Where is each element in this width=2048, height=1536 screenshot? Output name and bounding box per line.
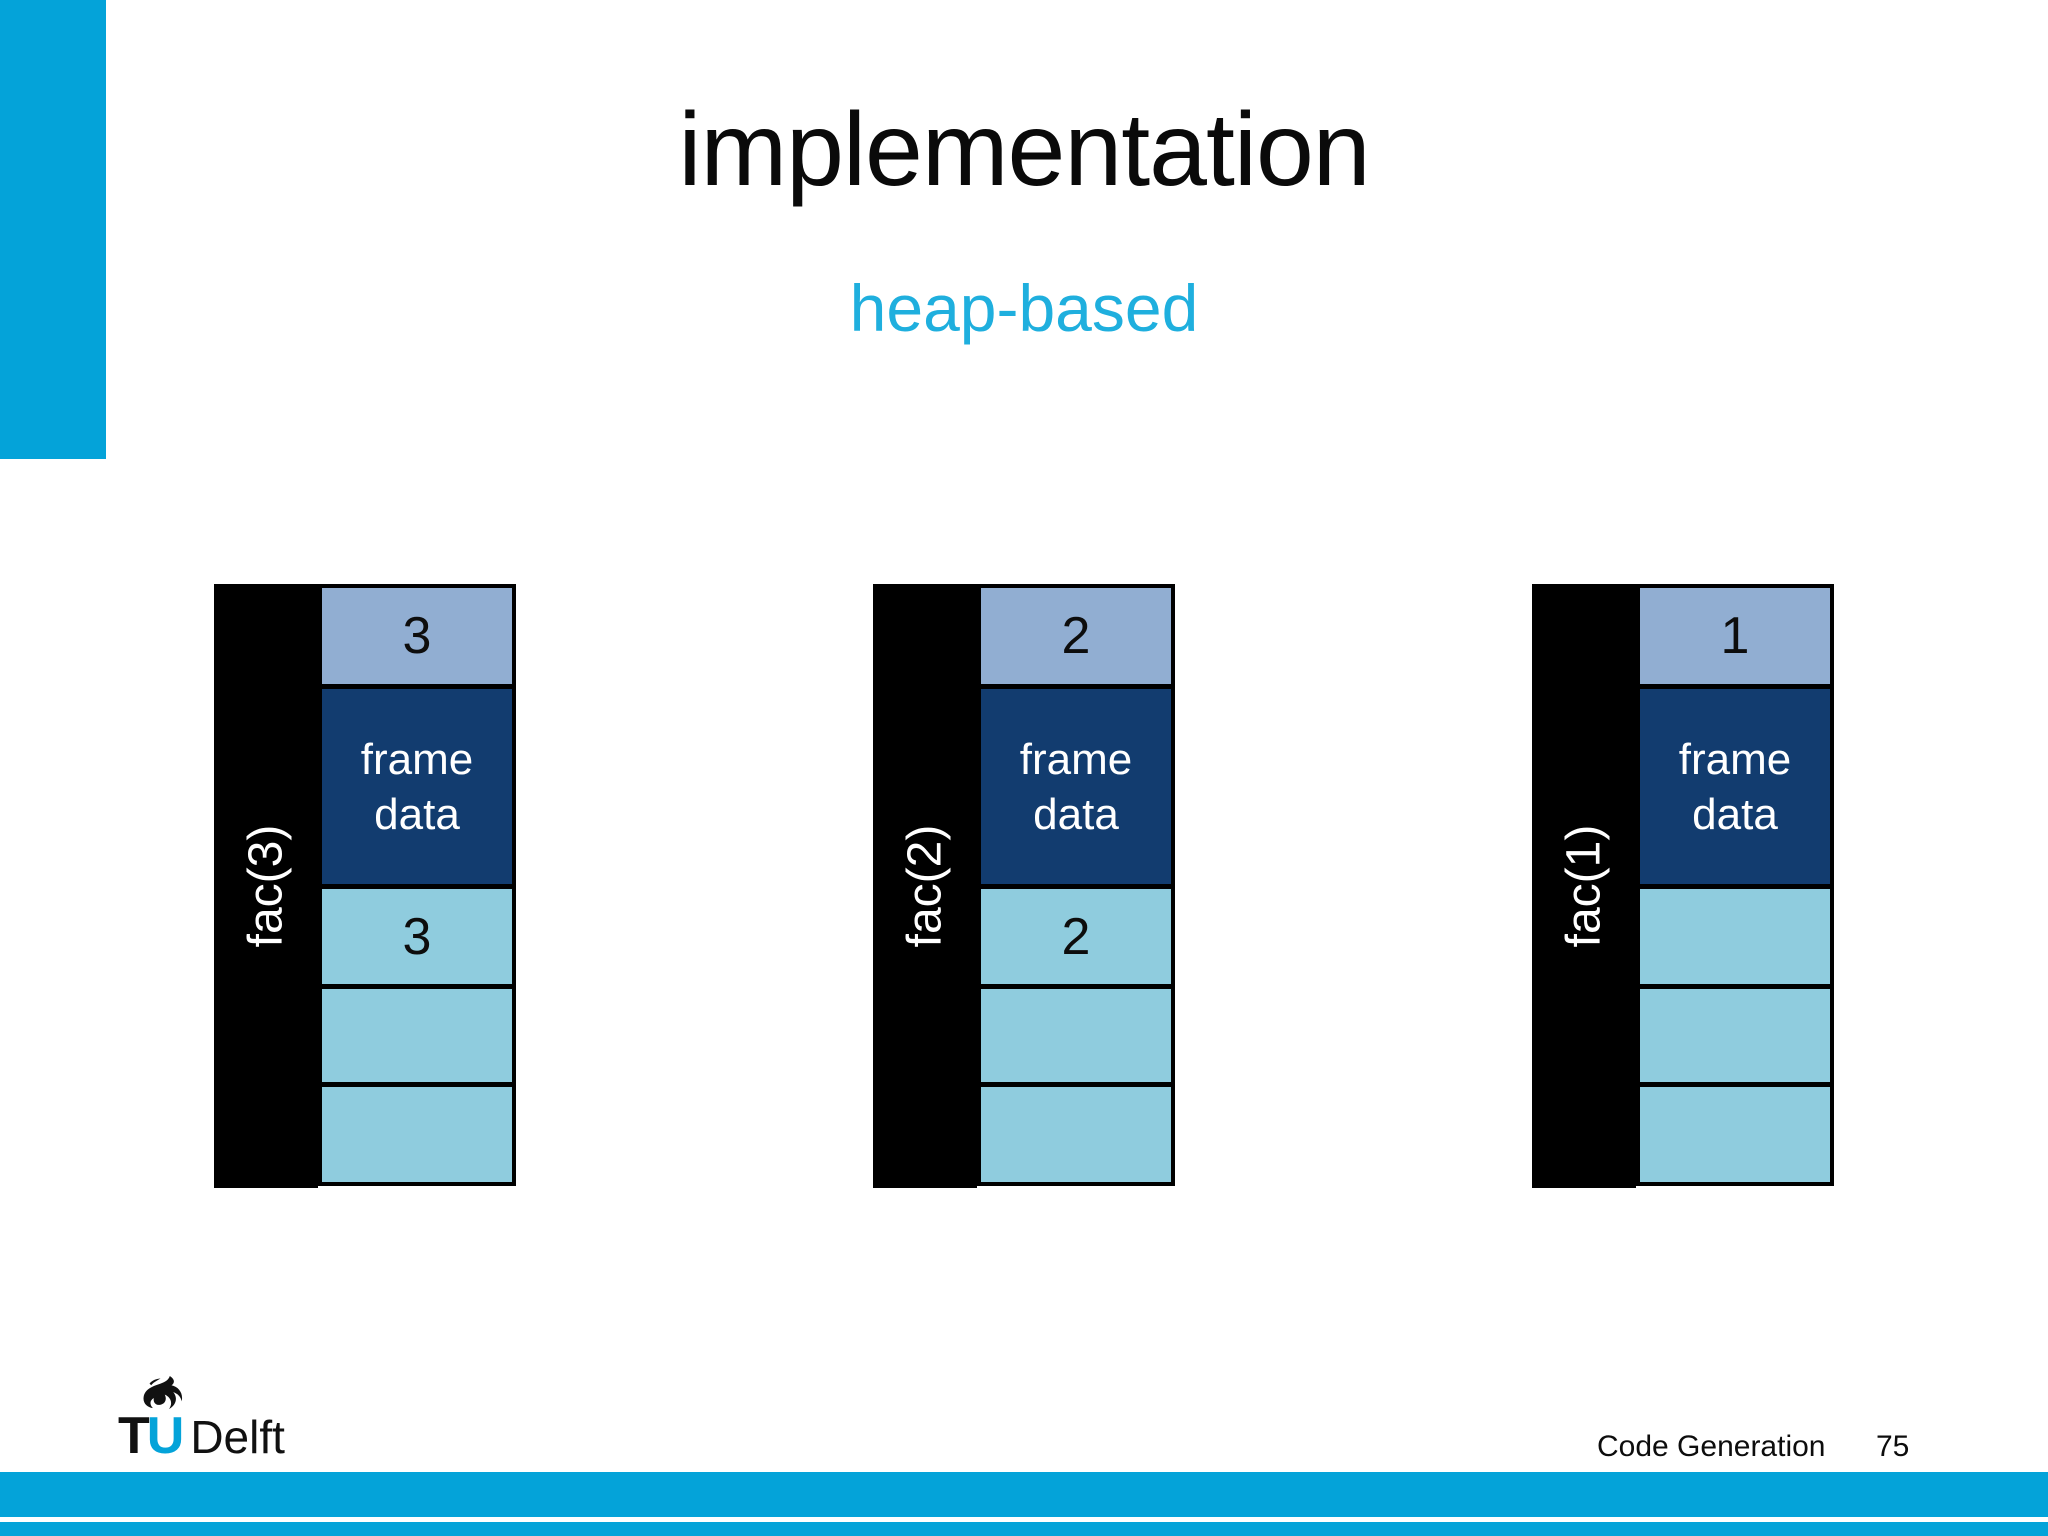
footer-accent-bar-thin <box>0 1522 2048 1536</box>
tu-delft-flame-icon <box>143 1376 183 1409</box>
frame-label-bar: fac(1) <box>1532 584 1636 1188</box>
logo-word-delft: Delft <box>190 1411 285 1463</box>
argument-cell: 2 <box>981 588 1171 684</box>
frame-data-text: frame data <box>1019 734 1133 839</box>
slot-cell <box>981 1087 1171 1182</box>
stack-frame-diagram-fac1: fac(1) 1 frame data <box>1532 584 1834 1188</box>
footer-accent-bar <box>0 1472 2048 1517</box>
tu-delft-wordmark: T U Delft <box>118 1406 285 1466</box>
logo-letter-u: U <box>146 1407 185 1465</box>
slot-cell: 3 <box>322 889 512 984</box>
stack-frame-diagram-fac3: fac(3) 3 frame data 3 <box>214 584 516 1188</box>
slide-title: implementation <box>678 92 1370 208</box>
frame-label: fac(2) <box>898 824 952 948</box>
frame-data-text: frame data <box>1678 734 1792 839</box>
frame-cells: 2 frame data 2 <box>977 584 1175 1186</box>
frame-label-bar: fac(2) <box>873 584 977 1188</box>
slot-cell <box>322 989 512 1082</box>
tu-delft-logo: T U Delft <box>118 1376 418 1468</box>
slot-cell: 2 <box>981 889 1171 984</box>
frame-data-cell: frame data <box>322 689 512 884</box>
frame-label-bar: fac(3) <box>214 584 318 1188</box>
footer-course-title: Code Generation <box>1597 1430 1826 1463</box>
frame-data-cell: frame data <box>1640 689 1830 884</box>
slot-cell <box>322 1087 512 1182</box>
frame-cells: 3 frame data 3 <box>318 584 516 1186</box>
slot-cell <box>1640 889 1830 984</box>
slot-cell <box>1640 1087 1830 1182</box>
slide-subtitle: heap-based <box>849 271 1199 345</box>
frame-data-text: frame data <box>360 734 474 839</box>
frame-label: fac(3) <box>239 824 293 948</box>
logo-letter-t: T <box>118 1407 150 1465</box>
footer-page-number: 75 <box>1876 1430 1910 1463</box>
frame-label: fac(1) <box>1557 824 1611 948</box>
argument-cell: 1 <box>1640 588 1830 684</box>
frame-data-cell: frame data <box>981 689 1171 884</box>
slot-cell <box>981 989 1171 1082</box>
accent-bar-top-left <box>0 0 106 459</box>
frame-cells: 1 frame data <box>1636 584 1834 1186</box>
slot-cell <box>1640 989 1830 1082</box>
stack-frame-diagram-fac2: fac(2) 2 frame data 2 <box>873 584 1175 1188</box>
argument-cell: 3 <box>322 588 512 684</box>
